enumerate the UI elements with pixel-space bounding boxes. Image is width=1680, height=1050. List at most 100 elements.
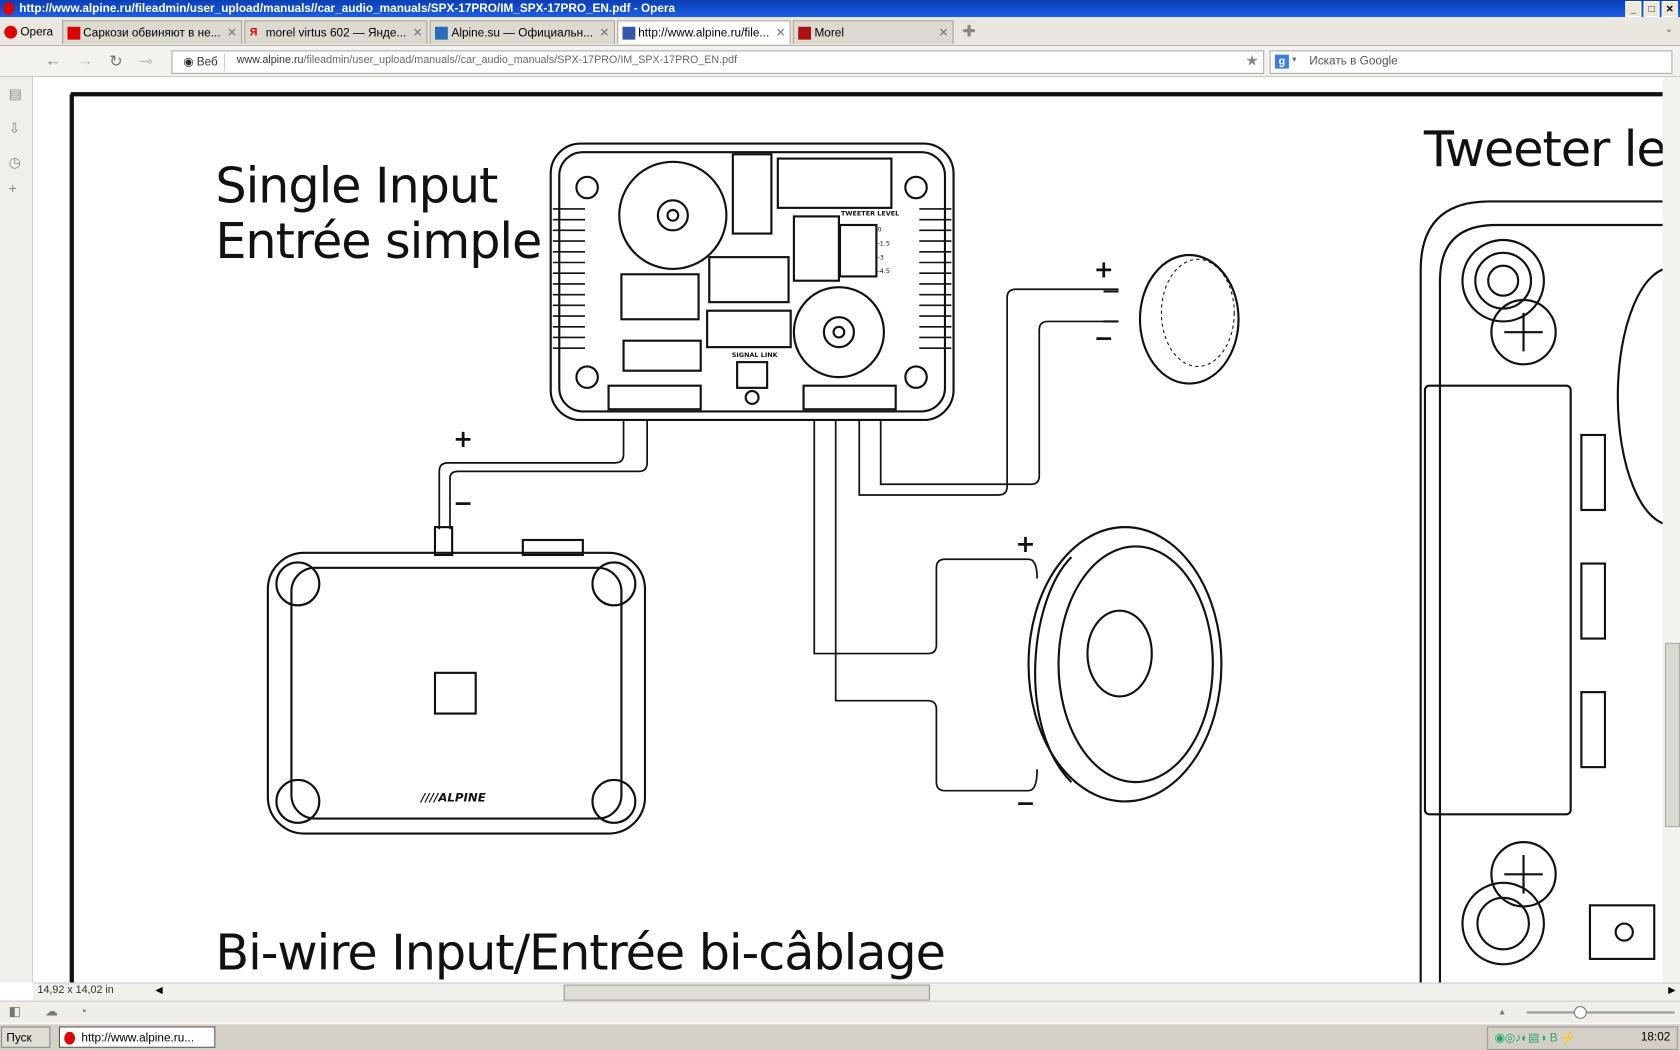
level-0: 0 bbox=[877, 226, 882, 234]
turbo-icon[interactable]: ◔ bbox=[79, 1003, 88, 1019]
yandex-icon: Я bbox=[249, 26, 258, 39]
taskbar-opera-window[interactable]: http://www.alpine.ru... bbox=[58, 1026, 216, 1048]
minimize-button[interactable]: _ bbox=[1625, 1, 1642, 18]
history-icon[interactable]: ◷ bbox=[8, 154, 21, 171]
close-button[interactable]: ✕ bbox=[1661, 1, 1678, 18]
tab-label: Morel bbox=[814, 26, 844, 40]
page-size-readout: 14,92 x 14,02 in bbox=[37, 984, 114, 997]
side-panel: ▤ ⇩ ◷ + bbox=[0, 77, 34, 983]
start-button[interactable]: Пуск bbox=[1, 1026, 51, 1048]
close-tab-icon[interactable]: ✕ bbox=[775, 26, 786, 40]
back-button[interactable]: ← bbox=[44, 51, 62, 70]
task-label: http://www.alpine.ru... bbox=[81, 1031, 195, 1045]
tweeter-level-values: 0 -1.5 -3 -4.5 bbox=[877, 223, 890, 279]
heading-bi-wire: Bi-wire Input/Entrée bi-câblage bbox=[215, 923, 946, 982]
forward-button[interactable]: → bbox=[77, 51, 94, 70]
morel-icon bbox=[798, 26, 812, 40]
signal-link-label: SIGNAL LINK bbox=[731, 351, 778, 359]
amp-plus-label: + bbox=[453, 426, 473, 454]
navigation-bar: ← → ↻ ⊸ ◉ Веб www.alpine.ru/fileadmin/us… bbox=[0, 46, 1680, 78]
tab-alpine-pdf[interactable]: http://www.alpine.ru/file... ✕ bbox=[616, 20, 791, 44]
heading-single-input: Single Input bbox=[215, 156, 498, 215]
unite-icon[interactable]: ☁ bbox=[44, 1003, 58, 1019]
tab-sarkozy[interactable]: Саркози обвиняют в не... ✕ bbox=[61, 20, 243, 44]
notes-icon[interactable]: ▤ bbox=[8, 85, 22, 102]
zoom-slider-knob[interactable] bbox=[1573, 1006, 1587, 1019]
google-icon[interactable]: g bbox=[1274, 54, 1289, 69]
close-tab-icon[interactable]: ✕ bbox=[938, 26, 949, 40]
amplifier bbox=[266, 526, 647, 835]
level-2: -3 bbox=[877, 253, 884, 262]
web-badge[interactable]: ◉ Веб bbox=[177, 53, 226, 71]
vertical-scrollbar[interactable] bbox=[1662, 77, 1680, 983]
tab-label: http://www.alpine.ru/file... bbox=[638, 26, 770, 40]
tweeter bbox=[1103, 253, 1240, 385]
woofer bbox=[1027, 526, 1223, 803]
tweeter-minus-label: − bbox=[1093, 325, 1114, 353]
panel-toggle-icon[interactable]: ◧ bbox=[8, 1003, 21, 1019]
close-tab-icon[interactable]: ✕ bbox=[226, 26, 237, 40]
tweeter-plus-label: + bbox=[1093, 257, 1114, 284]
heading-entree-simple: Entrée simple bbox=[215, 212, 542, 270]
close-tab-icon[interactable]: ✕ bbox=[412, 26, 423, 40]
windows-taskbar: Пуск http://www.alpine.ru... ◉◎♪◐▤◑ B ⚡ … bbox=[0, 1023, 1680, 1050]
woofer-plus-label: + bbox=[1015, 531, 1036, 559]
woofer-minus-label: − bbox=[1015, 790, 1036, 818]
window-title: http://www.alpine.ru/fileadmin/user_uplo… bbox=[19, 2, 676, 15]
new-tab-button[interactable]: ✚ bbox=[962, 22, 976, 41]
window-titlebar: http://www.alpine.ru/fileadmin/user_uplo… bbox=[0, 0, 1680, 18]
clock: 18:02 bbox=[1640, 1030, 1671, 1044]
search-input[interactable]: Искать в Google bbox=[1309, 54, 1398, 68]
zoom-slider[interactable] bbox=[1526, 1006, 1675, 1019]
search-engine-dropdown-icon[interactable]: ▾ bbox=[1292, 54, 1297, 65]
url-path: /fileadmin/user_upload/manuals//car_audi… bbox=[303, 54, 738, 67]
tab-label: Саркози обвиняют в не... bbox=[83, 26, 221, 40]
crossover-unit bbox=[549, 142, 955, 422]
tray-icons[interactable]: ◉◎♪◐▤◑ B ⚡ bbox=[1494, 1031, 1576, 1045]
reload-button[interactable]: ↻ bbox=[109, 52, 123, 71]
maximize-button[interactable]: □ bbox=[1643, 1, 1660, 18]
tab-morel[interactable]: Morel ✕ bbox=[793, 20, 954, 44]
tweeter-level-label: TWEETER LEVEL bbox=[841, 209, 900, 218]
start-label: Пуск bbox=[6, 1031, 32, 1045]
vertical-scroll-thumb[interactable] bbox=[1664, 642, 1680, 828]
pdf-icon bbox=[622, 26, 636, 40]
partial-crossover-closeup bbox=[1419, 200, 1663, 983]
url-text[interactable]: www.alpine.ru/fileadmin/user_upload/manu… bbox=[237, 55, 737, 67]
status-bar: ◧ ☁ ◔ ▲ bbox=[0, 1000, 1680, 1024]
tab-label: Opera bbox=[20, 25, 54, 39]
alpine-icon bbox=[435, 26, 449, 40]
add-panel-icon[interactable]: + bbox=[8, 179, 17, 197]
url-host: www.alpine.ru bbox=[236, 54, 304, 67]
downloads-icon[interactable]: ⇩ bbox=[8, 119, 21, 137]
close-tab-icon[interactable]: ✕ bbox=[599, 26, 610, 40]
horizontal-scrollbar[interactable]: 14,92 x 14,02 in ◀ ▶ bbox=[33, 982, 1680, 1001]
wires bbox=[438, 288, 1119, 792]
wiring-diagram bbox=[69, 92, 1663, 983]
web-label: Веб bbox=[196, 55, 218, 69]
bookmark-star-icon[interactable]: ★ bbox=[1245, 51, 1259, 69]
search-box[interactable]: g▾ Искать в Google bbox=[1269, 50, 1673, 74]
tab-menu-chevron-icon[interactable]: ⌄ bbox=[1664, 23, 1674, 36]
system-tray: ◉◎♪◐▤◑ B ⚡ 18:02 bbox=[1487, 1026, 1678, 1050]
tab-label: morel virtus 602 — Янде... bbox=[265, 26, 407, 40]
tab-alpine-su[interactable]: Alpine.su — Официальн... ✕ bbox=[430, 20, 615, 44]
level-1: -1.5 bbox=[877, 239, 891, 248]
key-icon[interactable]: ⊸ bbox=[139, 52, 153, 71]
scroll-left-button[interactable]: ◀ bbox=[155, 984, 163, 996]
opera-logo-icon bbox=[3, 2, 14, 15]
level-3: -4.5 bbox=[877, 267, 891, 276]
horizontal-scroll-thumb[interactable] bbox=[563, 984, 930, 1001]
opera-task-icon bbox=[64, 1031, 75, 1045]
tab-label: Alpine.su — Официальн... bbox=[451, 26, 593, 40]
address-bar[interactable]: ◉ Веб www.alpine.ru/fileadmin/user_uploa… bbox=[171, 50, 1265, 74]
view-icon[interactable]: ▲ bbox=[1497, 1007, 1507, 1017]
globe-icon: ◉ bbox=[183, 55, 197, 69]
opera-menu-button[interactable]: Opera bbox=[0, 20, 58, 44]
youtube-icon bbox=[67, 26, 80, 40]
pdf-viewer[interactable]: Single Input Entrée simple Bi-wire Input… bbox=[33, 77, 1663, 983]
scroll-right-button[interactable]: ▶ bbox=[1668, 984, 1676, 996]
heading-tweeter-level: Tweeter lev bbox=[1423, 119, 1663, 178]
